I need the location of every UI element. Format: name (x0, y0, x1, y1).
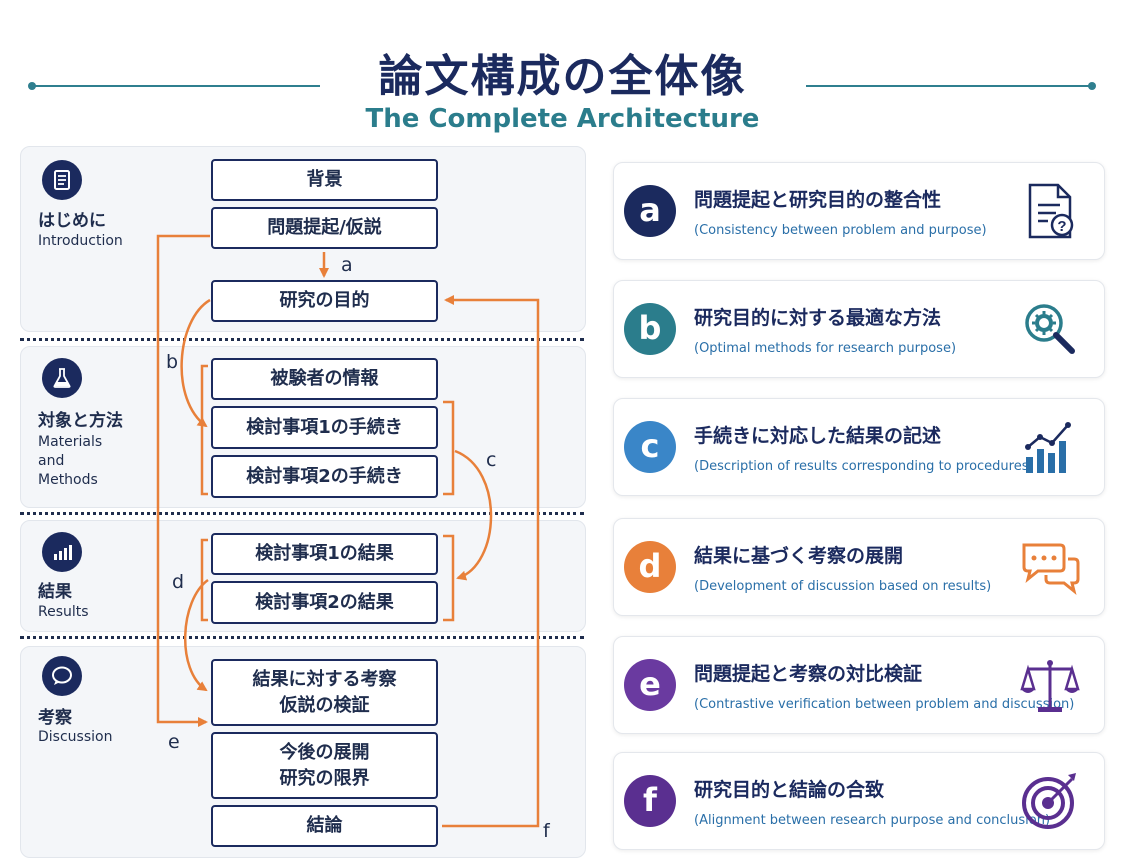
card-subtitle-a: (Consistency between problem and purpose… (694, 223, 987, 238)
section-label-discussion-en: Discussion (38, 729, 113, 745)
card-subtitle-c: (Description of results corresponding to… (694, 459, 1034, 474)
section-label-methods: 対象と方法 (38, 411, 123, 431)
target-icon (1018, 769, 1082, 837)
arrow-label-c: c (486, 449, 497, 471)
page-subtitle: The Complete Architecture (365, 104, 760, 134)
card-subtitle-f: (Alignment between research purpose and … (694, 813, 1051, 828)
card-a: a 問題提起と研究目的の整合性 (Consistency between pro… (613, 162, 1105, 260)
title-rule-right (806, 85, 1092, 87)
section-label-results: 結果 (38, 582, 72, 602)
card-c: c 手続きに対応した結果の記述 (Description of results … (613, 398, 1105, 496)
section-label-results-en: Results (38, 604, 89, 620)
speech-bubble-icon (42, 656, 82, 696)
card-subtitle-d: (Development of discussion based on resu… (694, 579, 992, 594)
flow-box-future-line-2: 研究の限界 (279, 767, 370, 789)
card-title-a: 問題提起と研究目的の整合性 (694, 189, 942, 211)
flow-box-future: 今後の展開 研究の限界 (211, 732, 438, 799)
card-letter-a: a (624, 185, 676, 237)
flow-box-discussion-line-2: 仮説の検証 (279, 694, 370, 716)
card-title-f: 研究目的と結論の合致 (694, 779, 885, 801)
flow-box-result-2: 検討事項2の結果 (211, 581, 438, 624)
card-letter-c: c (624, 421, 676, 473)
flask-icon (42, 358, 82, 398)
section-label-discussion: 考察 (38, 708, 72, 728)
magnifier-gear-icon (1018, 297, 1082, 365)
card-letter-f: f (624, 775, 676, 827)
section-label-methods-en-1: Materials (38, 434, 103, 450)
section-label-introduction-en: Introduction (38, 233, 123, 249)
title-rule-left-dot (28, 82, 36, 90)
card-letter-d: d (624, 541, 676, 593)
card-title-c: 手続きに対応した結果の記述 (694, 425, 942, 447)
flow-box-purpose: 研究の目的 (211, 280, 438, 322)
section-label-introduction: はじめに (38, 211, 106, 231)
flow-box-problem: 問題提起/仮説 (211, 207, 438, 249)
arrow-label-f: f (543, 820, 550, 842)
flow-box-background: 背景 (211, 159, 438, 201)
arrow-label-e: e (168, 731, 180, 753)
chat-bubbles-icon (1018, 535, 1082, 603)
arrow-label-d: d (172, 571, 185, 593)
flow-box-conclusion: 結論 (211, 805, 438, 847)
flow-box-result-1: 検討事項1の結果 (211, 533, 438, 575)
title-rule-left (32, 85, 320, 87)
section-label-methods-en-2: and (38, 453, 65, 469)
bar-chart-icon (42, 532, 82, 572)
svg-text:?: ? (1057, 218, 1066, 235)
document-icon (42, 160, 82, 200)
card-letter-e: e (624, 659, 676, 711)
card-b: b 研究目的に対する最適な方法 (Optimal methods for res… (613, 280, 1105, 378)
document-question-icon: ? (1018, 179, 1082, 247)
flow-box-discussion-line-1: 結果に対する考察 (252, 668, 397, 690)
balance-scale-icon (1018, 653, 1082, 721)
page-title: 論文構成の全体像 (378, 51, 747, 102)
card-title-d: 結果に基づく考察の展開 (694, 545, 904, 567)
card-f: f 研究目的と結論の合致 (Alignment between research… (613, 752, 1105, 850)
card-subtitle-b: (Optimal methods for research purpose) (694, 341, 957, 356)
card-e: e 問題提起と考察の対比検証 (Contrastive verification… (613, 636, 1105, 734)
card-letter-b: b (624, 303, 676, 355)
flow-box-procedure-2: 検討事項2の手続き (211, 455, 438, 498)
flow-box-procedure-1: 検討事項1の手続き (211, 406, 438, 449)
arrow-label-a: a (341, 254, 353, 276)
arrow-label-b: b (166, 351, 179, 373)
card-title-b: 研究目的に対する最適な方法 (694, 307, 942, 329)
growth-chart-icon (1018, 415, 1082, 483)
section-divider (20, 338, 584, 341)
card-title-e: 問題提起と考察の対比検証 (694, 663, 923, 685)
section-divider (20, 512, 584, 515)
section-label-methods-en-3: Methods (38, 472, 98, 488)
section-divider (20, 636, 584, 639)
flow-box-discussion: 結果に対する考察 仮説の検証 (211, 659, 438, 726)
flow-box-subjects: 被験者の情報 (211, 358, 438, 400)
card-d: d 結果に基づく考察の展開 (Development of discussion… (613, 518, 1105, 616)
card-subtitle-e: (Contrastive verification between proble… (694, 697, 1075, 712)
title-rule-right-dot (1088, 82, 1096, 90)
flow-box-future-line-1: 今後の展開 (279, 741, 370, 763)
